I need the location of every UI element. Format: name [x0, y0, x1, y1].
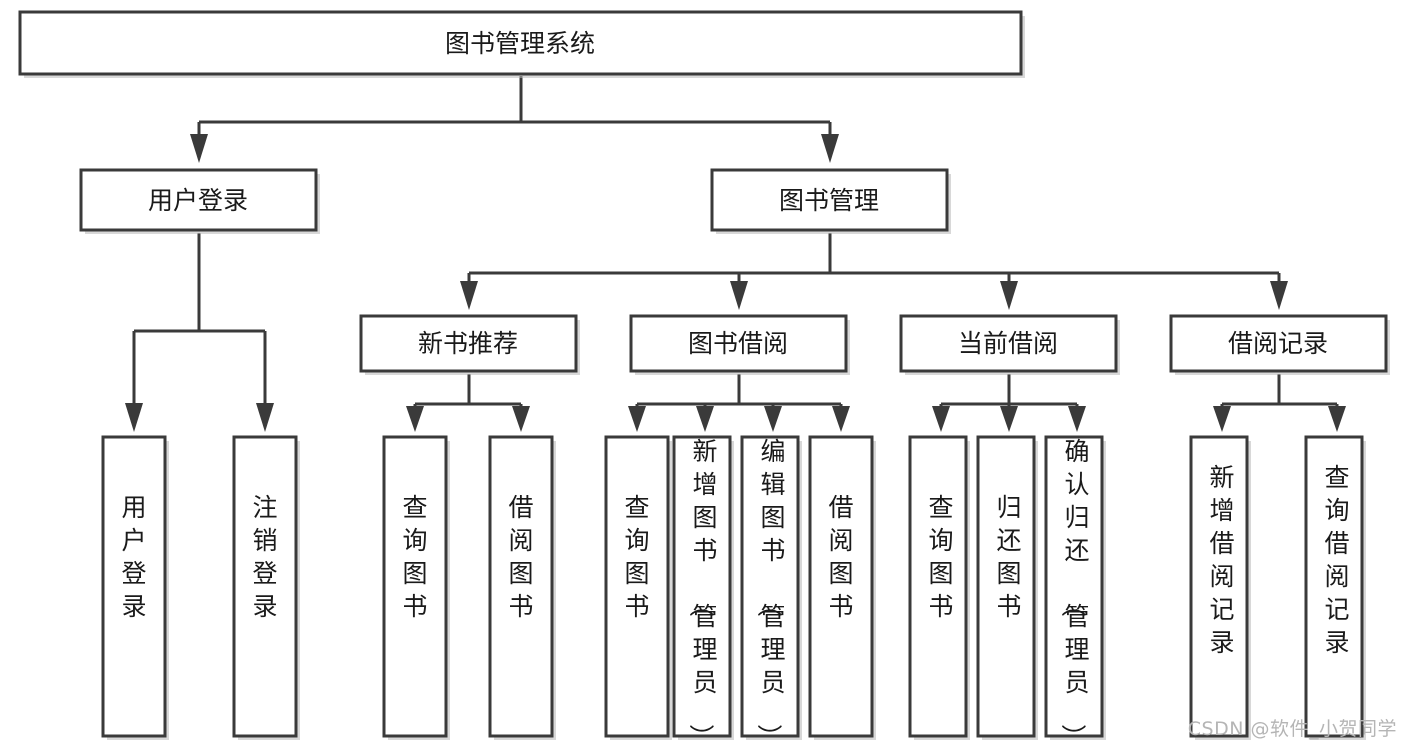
- node-leaf-3-label: 查询图书: [402, 493, 427, 621]
- node-current-borrow-label: 当前借阅: [958, 329, 1058, 358]
- arrow-head-borrowrecord: [1270, 281, 1288, 310]
- arrow-head-leaf-5: [628, 406, 646, 432]
- node-borrow-record-label: 借阅记录: [1228, 329, 1328, 358]
- arrow-head-leaf-11: [1068, 406, 1086, 432]
- arrow-head-leaf-8: [832, 406, 850, 432]
- node-borrow-record-box[interactable]: [1169, 314, 1388, 373]
- node-book-mgmt-label: 图书管理: [779, 186, 879, 215]
- node-leaf-5[interactable]: 查询图书: [604, 435, 672, 740]
- arrow-head-currentborrow: [1000, 281, 1018, 310]
- arrow-head-userlogin: [190, 134, 208, 163]
- node-leaf-4[interactable]: 借阅图书: [488, 435, 556, 740]
- arrow-head-newbookrec: [460, 281, 478, 310]
- node-leaf-9-box[interactable]: [908, 435, 968, 738]
- node-user-login-box[interactable]: [79, 168, 318, 232]
- node-leaf-6[interactable]: 新增图书（管理员）: [672, 435, 734, 747]
- node-leaf-6-box[interactable]: [672, 435, 732, 738]
- node-leaf-7-label: 编辑图书（管理员）: [754, 437, 785, 747]
- node-leaf-3-box[interactable]: [382, 435, 448, 738]
- node-leaf-7-box[interactable]: [740, 435, 800, 738]
- node-leaf-4-label: 借阅图书: [508, 493, 533, 621]
- node-leaf-11-box[interactable]: [1044, 435, 1104, 738]
- arrow-head-leaf-4: [512, 406, 530, 432]
- node-book-mgmt[interactable]: 图书管理: [710, 168, 951, 234]
- node-leaf-8-label: 借阅图书: [828, 493, 853, 621]
- arrow-head-leaf-6: [696, 406, 714, 432]
- node-new-book-rec[interactable]: 新书推荐: [359, 314, 580, 375]
- node-leaf-12-label: 新增借阅记录: [1209, 463, 1234, 657]
- node-leaf-13-label: 查询借阅记录: [1324, 463, 1349, 657]
- node-leaf-11-label: 确认归还（管理员）: [1058, 437, 1089, 747]
- node-book-borrow-label: 图书借阅: [688, 329, 788, 358]
- node-user-login-label: 用户登录: [148, 186, 248, 215]
- node-leaf-2[interactable]: 注销登录: [232, 435, 300, 740]
- node-leaf-10-label: 归还图书: [996, 493, 1021, 621]
- arrow-head-leaf-2: [256, 403, 274, 432]
- node-leaf-12[interactable]: 新增借阅记录: [1189, 435, 1251, 740]
- node-leaf-5-label: 查询图书: [624, 493, 649, 621]
- node-root[interactable]: 图书管理系统: [18, 10, 1025, 78]
- node-leaf-8-box[interactable]: [808, 435, 874, 738]
- node-leaf-12-box[interactable]: [1189, 435, 1249, 738]
- node-leaf-1-label: 用户登录: [121, 493, 146, 621]
- arrow-head-leaf-10: [1000, 406, 1018, 432]
- arrow-head-leaf-9: [932, 406, 950, 432]
- node-root-label: 图书管理系统: [445, 29, 595, 58]
- node-root-box[interactable]: [18, 10, 1023, 76]
- node-new-book-rec-label: 新书推荐: [418, 329, 518, 358]
- arrow-head-leaf-7: [764, 406, 782, 432]
- node-leaf-1-box[interactable]: [101, 435, 167, 738]
- node-leaf-7[interactable]: 编辑图书（管理员）: [740, 435, 802, 747]
- node-borrow-record[interactable]: 借阅记录: [1169, 314, 1390, 375]
- node-leaf-11[interactable]: 确认归还（管理员）: [1044, 435, 1106, 747]
- node-leaf-9-label: 查询图书: [928, 493, 953, 621]
- node-leaf-1[interactable]: 用户登录: [101, 435, 169, 740]
- connector-layer: [125, 76, 1346, 432]
- arrow-head-leaf-12: [1213, 406, 1231, 432]
- node-leaf-3[interactable]: 查询图书: [382, 435, 450, 740]
- node-book-borrow[interactable]: 图书借阅: [629, 314, 850, 375]
- arrow-head-bookborrow: [730, 281, 748, 310]
- arrow-head-bookmgmt: [821, 134, 839, 163]
- node-leaf-5-box[interactable]: [604, 435, 670, 738]
- node-book-borrow-box[interactable]: [629, 314, 848, 373]
- node-leaf-13[interactable]: 查询借阅记录: [1304, 435, 1366, 740]
- node-leaf-4-box[interactable]: [488, 435, 554, 738]
- node-current-borrow-box[interactable]: [899, 314, 1118, 373]
- node-new-book-rec-box[interactable]: [359, 314, 578, 373]
- node-leaf-8[interactable]: 借阅图书: [808, 435, 876, 740]
- node-leaf-2-label: 注销登录: [252, 493, 277, 621]
- node-leaf-6-label: 新增图书（管理员）: [686, 437, 717, 747]
- node-user-login[interactable]: 用户登录: [79, 168, 320, 234]
- arrow-head-leaf-1: [125, 403, 143, 432]
- node-book-mgmt-box[interactable]: [710, 168, 949, 232]
- node-leaf-13-box[interactable]: [1304, 435, 1364, 738]
- node-leaf-10[interactable]: 归还图书: [976, 435, 1038, 740]
- arrow-head-leaf-13: [1328, 406, 1346, 432]
- node-leaf-9[interactable]: 查询图书: [908, 435, 970, 740]
- node-leaf-2-box[interactable]: [232, 435, 298, 738]
- node-leaf-10-box[interactable]: [976, 435, 1036, 738]
- node-current-borrow[interactable]: 当前借阅: [899, 314, 1120, 375]
- arrow-head-leaf-3: [406, 406, 424, 432]
